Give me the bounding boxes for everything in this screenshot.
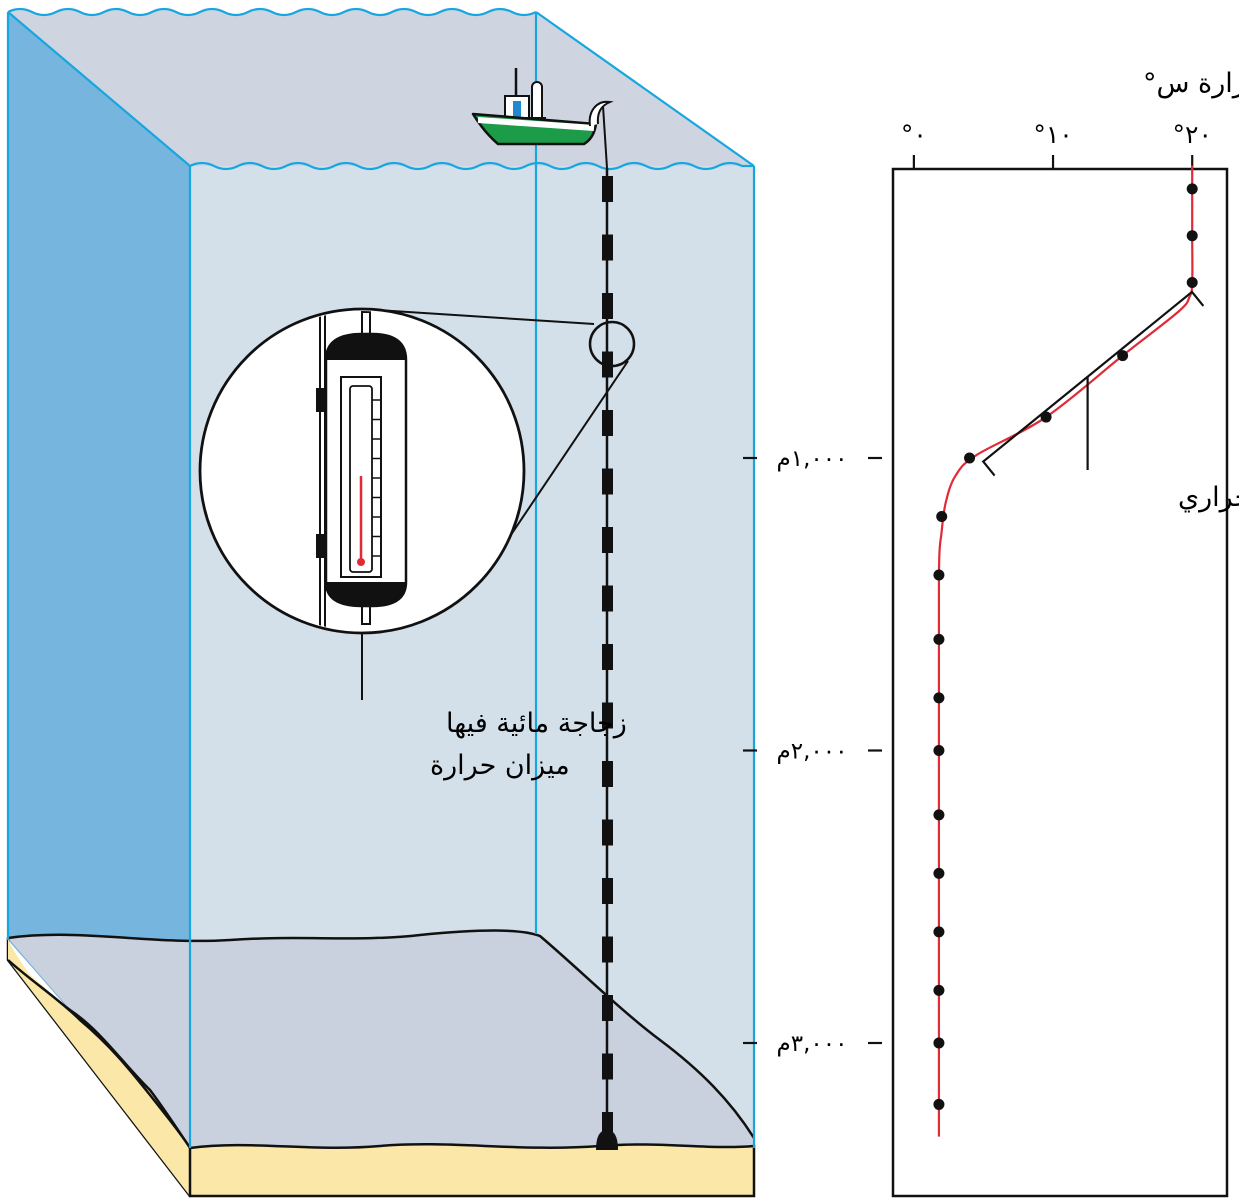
magnifier-callout (198, 307, 636, 700)
temperature-point (936, 511, 948, 522)
ocean-block (6, 7, 756, 1198)
temperature-point (964, 452, 976, 464)
depth-tick-label: ١,٠٠٠م (777, 446, 848, 472)
thermocline-label: المنحدر الحراري (1178, 482, 1239, 513)
sample-bottle (602, 585, 613, 612)
sample-bottle (602, 761, 613, 787)
sample-bottle (602, 1112, 613, 1138)
water-side-face (8, 12, 190, 1148)
sample-bottle (602, 644, 613, 670)
sample-bottle (602, 878, 613, 904)
sample-bottle (602, 293, 613, 319)
sample-bottle (602, 936, 613, 963)
x-tick-label: °١٠ (1033, 120, 1072, 149)
sand-left-face (8, 938, 190, 1196)
sample-bottle (602, 527, 613, 553)
sample-bottle (602, 410, 613, 436)
temperature-point (933, 926, 945, 938)
temperature-point (933, 1098, 945, 1110)
sample-bottle (602, 234, 613, 261)
thermocline-bracket (981, 290, 1205, 477)
zoom-source-circle (588, 320, 636, 368)
x-tick-label: °٢٠ (1173, 120, 1212, 149)
temperature-point (933, 809, 945, 821)
boat-icon (471, 68, 614, 169)
sample-bottle (602, 702, 613, 729)
chart-title: درجة الحرارة س° (1143, 68, 1239, 99)
sand-front (188, 1143, 756, 1198)
temperature-point (933, 1037, 945, 1049)
sample-bottle (602, 176, 613, 202)
temperature-point (1186, 183, 1198, 195)
bottle-label-line1: زجاجة مائية فيها (446, 708, 627, 739)
bottle-label-line2: ميزان حرارة (430, 750, 570, 781)
temperature-point (933, 569, 945, 581)
x-tick-label: °٠ (901, 120, 927, 149)
temperature-point (1186, 230, 1198, 242)
depth-tick-label: ٢,٠٠٠م (777, 739, 848, 765)
temperature-point (933, 867, 945, 879)
sea-floor-outline (7, 929, 756, 1139)
depth-tick-label: ٣,٠٠٠م (777, 1031, 848, 1057)
temperature-depth-chart: درجة الحرارة س° °٢٠ °١٠ °٠ ١,٠٠٠م ٢,٠٠٠م ٣,٠… (743, 68, 1239, 1198)
chart-frame (891, 167, 1229, 1198)
sea-floor-surface (8, 930, 754, 1148)
sand-left-wavy-edge (7, 959, 192, 1149)
sample-bottle (602, 819, 613, 846)
weight-icon (596, 1130, 618, 1150)
temperature-point (1186, 277, 1198, 288)
temperature-point (933, 692, 945, 704)
temperature-point (1040, 411, 1052, 423)
temperature-point (933, 984, 945, 996)
sample-bottle (602, 468, 613, 495)
sounding-line (596, 168, 618, 1150)
temperature-point (933, 633, 945, 645)
box-edges (6, 7, 756, 1148)
temperature-point (933, 745, 945, 756)
sample-bottle (602, 995, 613, 1021)
sample-bottle (602, 1053, 613, 1080)
temperature-point (1117, 350, 1129, 362)
